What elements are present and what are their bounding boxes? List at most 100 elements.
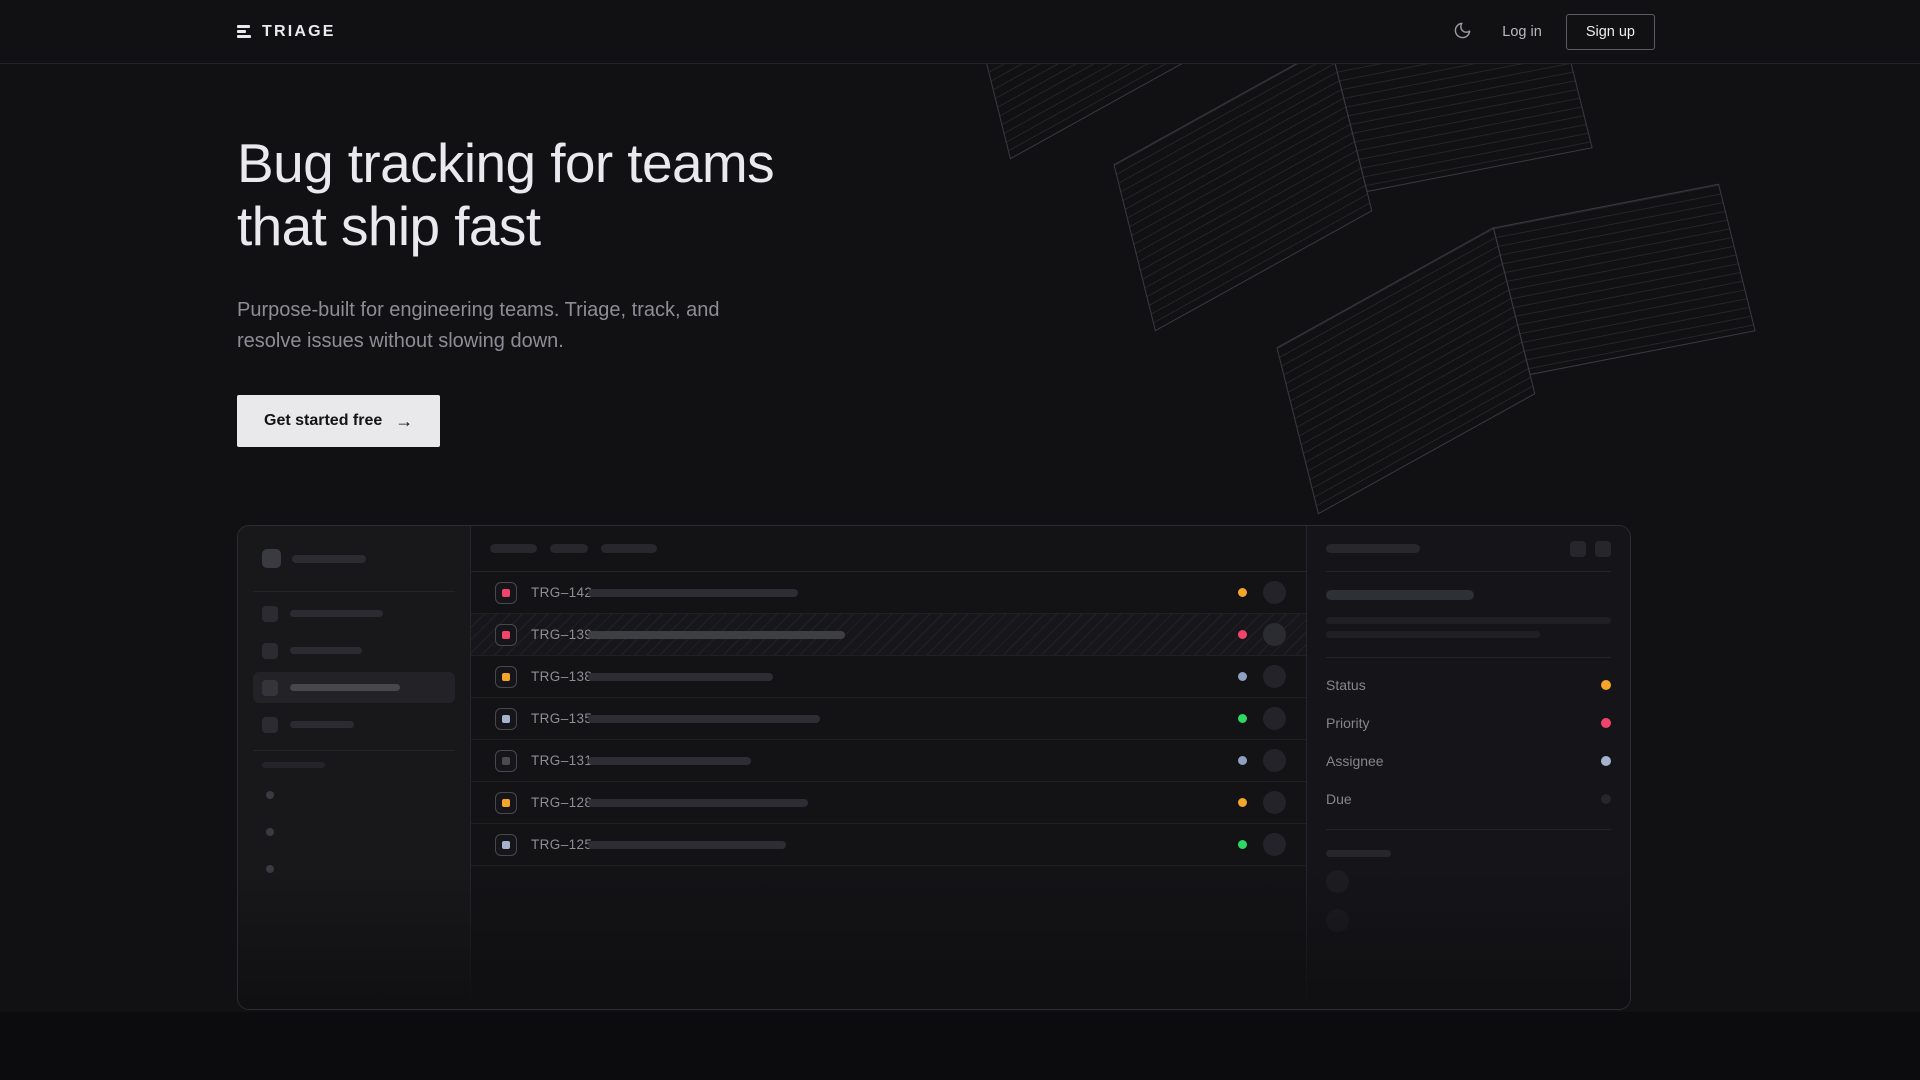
issue-type-icon: [495, 833, 517, 856]
detail-field-dot: [1601, 680, 1611, 690]
panel-action-button[interactable]: [1595, 540, 1611, 557]
issue-id: TRG–125: [531, 837, 593, 852]
issue-type-icon: [495, 749, 517, 772]
filter-pill-skeleton[interactable]: [550, 544, 588, 553]
panel-action-button[interactable]: [1570, 540, 1586, 557]
arrow-right-icon: →: [395, 411, 414, 431]
nav-item-icon: [262, 642, 278, 659]
issue-assignee-avatar: [1263, 707, 1286, 730]
nav-item-icon: [262, 716, 278, 733]
issue-type-icon: [495, 581, 517, 604]
detail-field-row: Due: [1326, 780, 1611, 818]
workspace-avatar: [262, 549, 281, 568]
next-section: [0, 1012, 1920, 1080]
sidebar-nav-item[interactable]: [253, 706, 455, 743]
sidebar-nav: [253, 595, 455, 743]
section-label-skeleton: [262, 762, 325, 768]
detail-field-label: Priority: [1326, 715, 1370, 731]
preview-issue-list: TRG–142 TRG–139 TRG–138 TRG–135 TRG–131 …: [471, 526, 1306, 1009]
sidebar-dot: [266, 828, 274, 836]
detail-field-dot: [1601, 718, 1611, 728]
sidebar-nav-item[interactable]: [253, 632, 455, 669]
issue-title-skeleton: [588, 798, 808, 807]
panel-actions: [1570, 540, 1611, 557]
nav-item-icon: [262, 605, 278, 622]
description-skeleton: [1326, 631, 1540, 638]
issue-row[interactable]: TRG–138: [471, 656, 1306, 698]
issue-type-icon: [495, 665, 517, 688]
activity-label-skeleton: [1326, 850, 1391, 857]
brand-logo[interactable]: TRIAGE: [237, 23, 336, 41]
issue-id: TRG–135: [531, 711, 593, 726]
issue-id: TRG–131: [531, 753, 593, 768]
issue-row[interactable]: TRG–131: [471, 740, 1306, 782]
issue-status-dot: [1238, 756, 1247, 765]
issue-assignee-avatar: [1263, 581, 1286, 604]
issue-rows: TRG–142 TRG–139 TRG–138 TRG–135 TRG–131 …: [471, 572, 1306, 866]
issue-row[interactable]: TRG–128: [471, 782, 1306, 824]
issue-status-dot: [1238, 714, 1247, 723]
issue-assignee-avatar: [1263, 623, 1286, 646]
sidebar-dot: [266, 865, 274, 873]
filter-pill-skeleton[interactable]: [490, 544, 537, 553]
issue-status-dot: [1238, 630, 1247, 639]
sidebar-footer-dots: [266, 791, 455, 873]
theme-toggle-button[interactable]: [1451, 19, 1474, 45]
list-filter-bar: [471, 526, 1306, 572]
sidebar-nav-item[interactable]: [253, 595, 455, 632]
issue-title-skeleton: [1326, 590, 1474, 600]
comment-avatar: [1326, 909, 1349, 932]
top-navbar: TRIAGE Log in Sign up: [0, 0, 1920, 64]
filter-pill-skeleton[interactable]: [601, 544, 657, 553]
hero-subtitle: Purpose-built for engineering teams. Tri…: [237, 299, 720, 352]
description-skeleton: [1326, 617, 1611, 624]
get-started-button[interactable]: Get started free →: [237, 395, 441, 447]
preview-sidebar: [238, 526, 471, 1009]
workspace-name-skeleton: [292, 554, 366, 563]
issue-id: TRG–142: [531, 585, 593, 600]
issue-title-skeleton: [588, 672, 773, 681]
detail-field-dot: [1601, 794, 1611, 804]
detail-field-row: Priority: [1326, 704, 1611, 742]
nav-item-label-skeleton: [290, 610, 383, 617]
nav-item-icon: [262, 679, 278, 696]
nav-item-label-skeleton: [290, 647, 362, 654]
issue-row[interactable]: TRG–142: [471, 572, 1306, 614]
issue-type-icon: [495, 623, 517, 646]
issue-id: TRG–128: [531, 795, 593, 810]
workspace-switcher[interactable]: [262, 549, 455, 568]
detail-panel-header: [1326, 526, 1611, 572]
issue-type-icon: [495, 791, 517, 814]
divider: [1326, 829, 1611, 830]
issue-assignee-avatar: [1263, 833, 1286, 856]
issue-row[interactable]: TRG–139: [471, 614, 1306, 656]
sidebar-dot: [266, 791, 274, 799]
issue-status-dot: [1238, 798, 1247, 807]
issue-status-dot: [1238, 672, 1247, 681]
login-link[interactable]: Log in: [1502, 23, 1542, 40]
issue-row[interactable]: TRG–125: [471, 824, 1306, 866]
detail-field-row: Assignee: [1326, 742, 1611, 780]
nav-item-label-skeleton: [290, 721, 354, 728]
signup-button[interactable]: Sign up: [1565, 13, 1655, 50]
issue-status-dot: [1238, 840, 1247, 849]
nav-item-label-skeleton: [290, 684, 400, 691]
detail-field-label: Due: [1326, 791, 1352, 807]
issue-title-skeleton: [588, 756, 751, 765]
detail-field-label: Status: [1326, 677, 1366, 693]
issue-title-skeleton: [588, 588, 798, 597]
issue-id: TRG–139: [531, 627, 593, 642]
sidebar-nav-item[interactable]: [253, 672, 455, 703]
issue-assignee-avatar: [1263, 665, 1286, 688]
divider: [253, 750, 455, 751]
divider: [1326, 657, 1611, 658]
issue-type-icon: [495, 707, 517, 730]
issue-id: TRG–138: [531, 669, 593, 684]
issue-title-skeleton: [588, 840, 786, 849]
nav-actions: Log in Sign up: [1451, 13, 1683, 50]
panel-title-skeleton: [1326, 544, 1420, 553]
triage-logo-icon: [237, 25, 252, 38]
issue-row[interactable]: TRG–135: [471, 698, 1306, 740]
brand-name: TRIAGE: [262, 22, 336, 40]
